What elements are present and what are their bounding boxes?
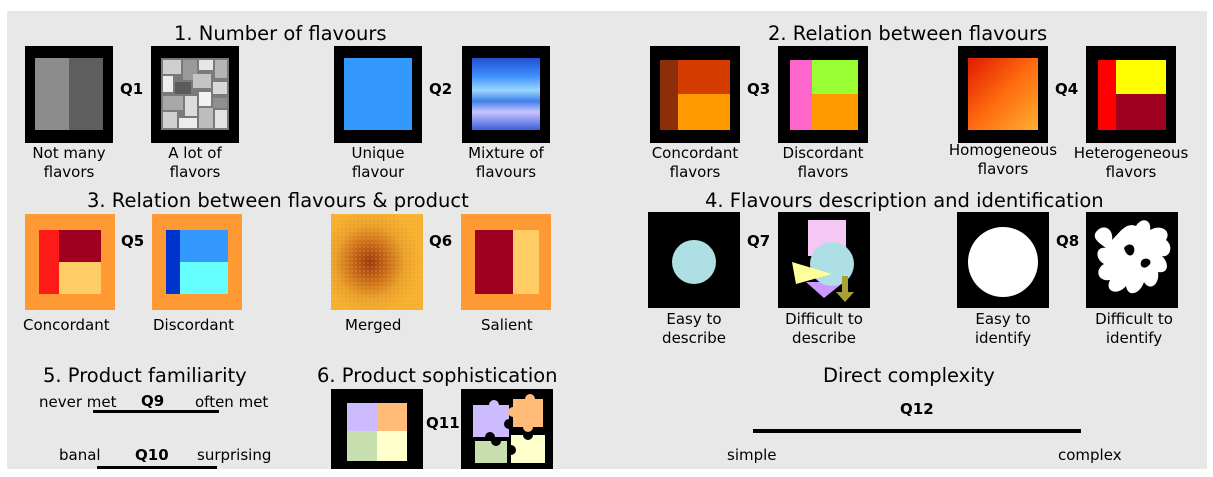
caption-merged: Merged (345, 316, 402, 334)
section-title-flavours-and-product: 3. Relation between flavours & product (87, 189, 469, 212)
scale-left-banal: banal (59, 446, 101, 464)
question-label-q6: Q6 (429, 232, 453, 250)
white-blob-shape-icon (1086, 212, 1178, 308)
section-title-product-sophistication: 6. Product sophistication (317, 364, 558, 387)
light-blue-disc-icon (648, 212, 740, 308)
caption-concordant: Concordant (23, 316, 110, 334)
question-label-q4: Q4 (1055, 80, 1079, 98)
overlapping-shapes-icon (778, 212, 870, 308)
scale-line-complexity (753, 429, 1081, 433)
scale-left-never-met: never met (39, 393, 117, 411)
section-title-relation-between-flavours: 2. Relation between flavours (768, 22, 1048, 45)
two-grey-rectangles-icon (25, 46, 113, 143)
question-label-q11: Q11 (426, 414, 460, 432)
question-label-q10: Q10 (135, 446, 169, 464)
caption-salient: Salient (481, 316, 533, 334)
white-disc-icon (957, 212, 1049, 308)
red-yellow-blocks-icon (1086, 46, 1176, 143)
question-label-q8: Q8 (1056, 232, 1080, 250)
figure-panel: 1. Number of flavours 2. Relation betwee… (7, 11, 1207, 469)
brown-orange-blocks-icon (650, 46, 740, 143)
scale-left-simple: simple (727, 446, 777, 464)
question-label-q3: Q3 (747, 80, 771, 98)
question-label-q12: Q12 (900, 400, 934, 418)
orange-framed-red-blocks-icon (25, 214, 115, 310)
section-title-product-familiarity: 5. Product familiarity (43, 364, 247, 387)
grey-mosaic-icon (151, 46, 239, 143)
blue-square-icon (334, 46, 422, 143)
orange-framed-blue-blocks-icon (152, 214, 242, 310)
four-pastel-squares-icon (331, 389, 423, 469)
red-orange-gradient-icon (958, 46, 1048, 143)
scale-right-often-met: often met (195, 393, 269, 411)
question-label-q7: Q7 (747, 232, 771, 250)
pink-green-orange-blocks-icon (778, 46, 868, 143)
question-label-q1: Q1 (120, 80, 144, 98)
question-label-q5: Q5 (121, 232, 145, 250)
scale-right-complex: complex (1058, 446, 1122, 464)
blurred-merged-blot-icon (331, 214, 423, 310)
caption-discordant: Discordant (153, 316, 234, 334)
scale-line-surprise (97, 466, 217, 469)
section-title-direct-complexity: Direct complexity (823, 364, 995, 387)
scale-right-surprising: surprising (197, 446, 272, 464)
section-title-flavours-description: 4. Flavours description and identificati… (705, 189, 1104, 212)
orange-framed-red-block-icon (461, 214, 551, 310)
jigsaw-puzzle-icon (461, 389, 553, 469)
question-label-q2: Q2 (429, 80, 453, 98)
blue-gradient-stripes-icon (462, 46, 550, 143)
question-label-q9: Q9 (141, 392, 165, 410)
section-title-number-of-flavours: 1. Number of flavours (174, 22, 387, 45)
scale-line-familiarity (93, 410, 219, 413)
